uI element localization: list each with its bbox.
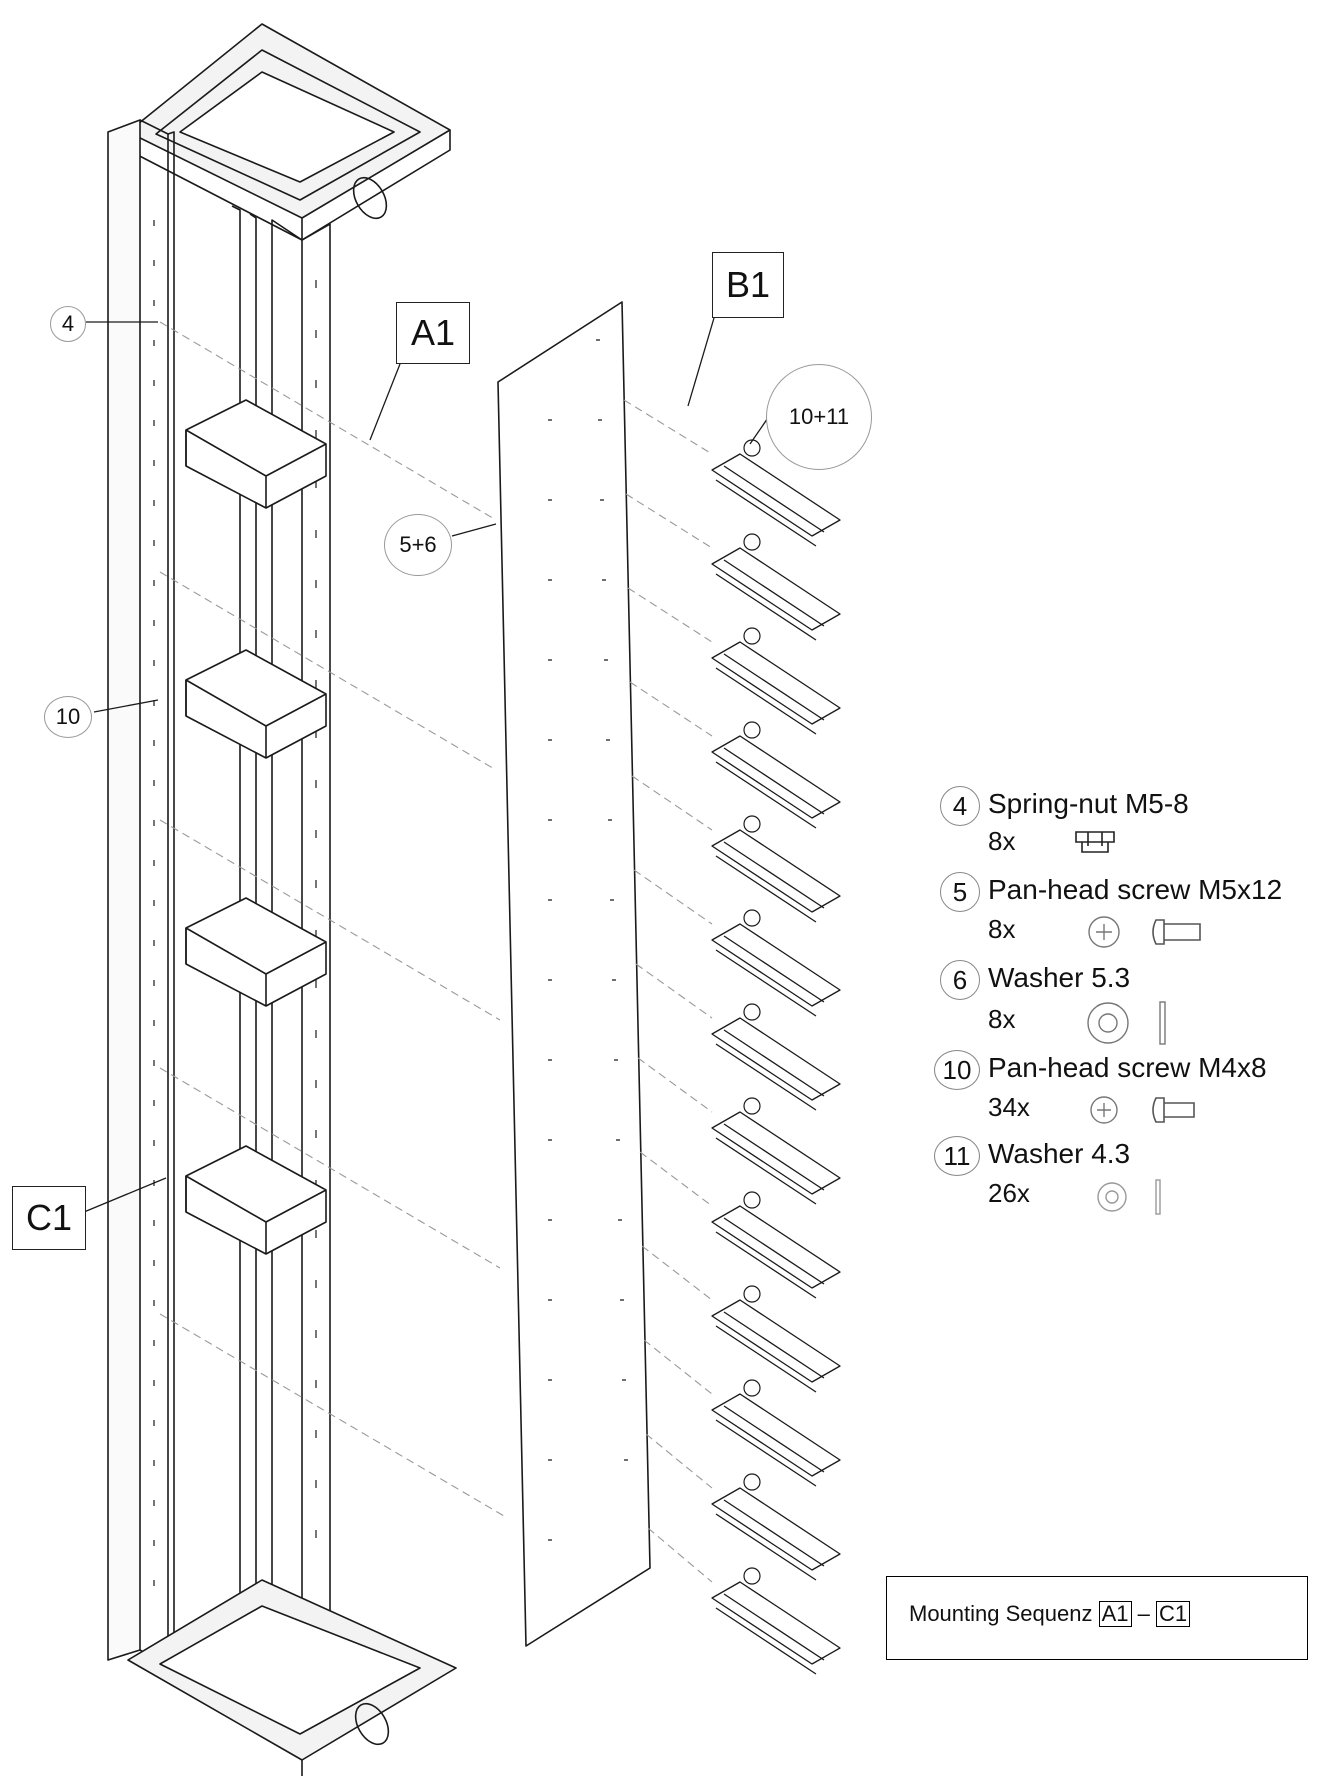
leader-b1: [687, 317, 715, 407]
callout-5-6: 5+6: [384, 514, 452, 576]
mounting-plate: [497, 301, 651, 1647]
callout-10: 10: [44, 696, 92, 738]
callout-10-11: 10+11: [766, 364, 872, 470]
mounting-sequence-box: Mounting Sequenz A1 – C1: [886, 1576, 1308, 1660]
leader-a1: [369, 363, 401, 441]
cable-bracket: [185, 399, 327, 1255]
terminal-strip: [711, 453, 841, 1675]
legend-name: Pan-head screw M5x12: [988, 874, 1283, 905]
mounting-sequence: Mounting Sequenz A1 – C1: [909, 1601, 1191, 1627]
leader-c1: [83, 1177, 167, 1213]
legend-qty: 34x: [988, 1092, 1030, 1122]
callout-c1: C1: [12, 1186, 86, 1250]
leader-5-6: [451, 523, 497, 537]
callout-4: 4: [50, 306, 86, 342]
legend-qty: 8x: [988, 826, 1016, 856]
legend-qty: 8x: [988, 1004, 1016, 1034]
legend-num: 5: [940, 872, 980, 912]
washer-icon: [1097, 1179, 1161, 1215]
legend-num: 6: [940, 960, 980, 1000]
legend-name: Washer 5.3: [988, 962, 1131, 993]
legend-name: Washer 4.3: [988, 1138, 1131, 1169]
sequence-to: C1: [1156, 1601, 1191, 1627]
pan-head-screw-icon: [1090, 1096, 1195, 1124]
callout-a1: A1: [396, 302, 470, 364]
legend-num: 10: [934, 1050, 980, 1090]
pan-head-screw-icon: [1088, 916, 1201, 948]
rack-frame: [107, 23, 457, 1776]
washer-icon: [1087, 1001, 1166, 1045]
callout-b1: B1: [712, 252, 784, 318]
legend-qty: 26x: [988, 1178, 1030, 1208]
legend-num: 11: [934, 1136, 980, 1176]
sequence-from: A1: [1098, 1601, 1132, 1627]
legend-num: 4: [940, 786, 980, 826]
legend-qty: 8x: [988, 914, 1016, 944]
sequence-dash: –: [1137, 1601, 1150, 1626]
spring-nut-icon: [1075, 831, 1115, 853]
leader-10: [93, 699, 159, 713]
sequence-label: Mounting Sequenz: [909, 1601, 1093, 1626]
legend-name: Spring-nut M5-8: [988, 788, 1189, 819]
legend-name: Pan-head screw M4x8: [988, 1052, 1267, 1083]
